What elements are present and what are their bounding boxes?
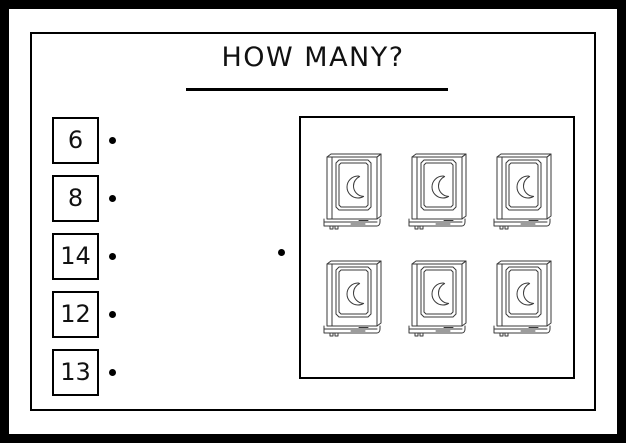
quran-book-crescent-moon-icon xyxy=(321,151,383,231)
picture-connector-dot[interactable] xyxy=(278,249,285,256)
answer-options-list: 6 8 14 12 13 xyxy=(52,117,182,407)
answer-number-1: 6 xyxy=(67,125,84,154)
answer-option-row[interactable]: 13 xyxy=(52,349,182,407)
answer-box-5[interactable]: 13 xyxy=(52,349,99,396)
page-title: HOW MANY? xyxy=(221,42,405,73)
answer-connector-dot-4[interactable] xyxy=(109,311,116,318)
icon-grid xyxy=(301,118,573,377)
answer-box-1[interactable]: 6 xyxy=(52,117,99,164)
quran-book-crescent-moon-icon xyxy=(491,258,553,338)
answer-number-5: 13 xyxy=(60,357,91,386)
answer-box-2[interactable]: 8 xyxy=(52,175,99,222)
answer-number-4: 12 xyxy=(60,299,91,328)
answer-connector-dot-2[interactable] xyxy=(109,195,116,202)
picture-panel xyxy=(299,116,575,379)
answer-number-2: 8 xyxy=(67,183,84,212)
answer-connector-dot-5[interactable] xyxy=(109,369,116,376)
answer-option-row[interactable]: 8 xyxy=(52,175,182,233)
quran-book-crescent-moon-icon xyxy=(491,151,553,231)
answer-box-4[interactable]: 12 xyxy=(52,291,99,338)
title-underline xyxy=(186,88,448,91)
quran-book-crescent-moon-icon xyxy=(406,258,468,338)
answer-number-3: 14 xyxy=(60,241,91,270)
quran-book-crescent-moon-icon xyxy=(321,258,383,338)
answer-option-row[interactable]: 6 xyxy=(52,117,182,175)
answer-option-row[interactable]: 12 xyxy=(52,291,182,349)
answer-connector-dot-1[interactable] xyxy=(109,137,116,144)
quran-book-crescent-moon-icon xyxy=(406,151,468,231)
answer-option-row[interactable]: 14 xyxy=(52,233,182,291)
answer-connector-dot-3[interactable] xyxy=(109,253,116,260)
answer-box-3[interactable]: 14 xyxy=(52,233,99,280)
